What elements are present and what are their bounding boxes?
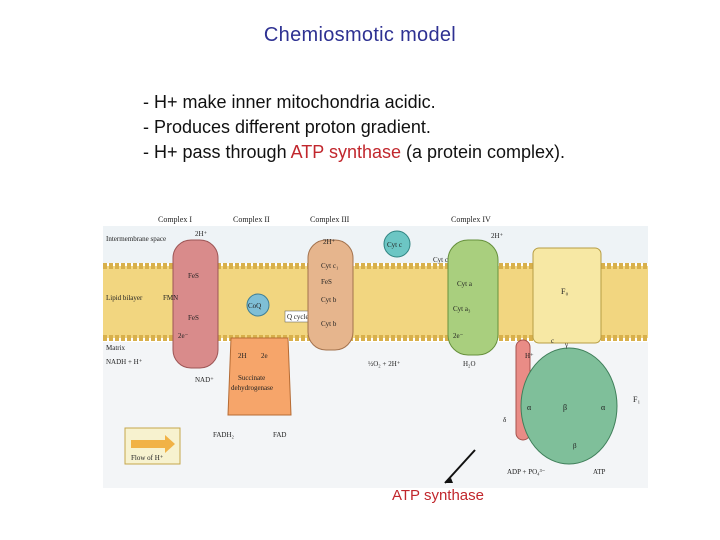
- complex-header: Complex II: [233, 215, 270, 224]
- complex3-label: Cyt b: [321, 320, 337, 328]
- complex2-label: 2e: [261, 352, 268, 360]
- pointer-arrowhead: [445, 478, 453, 483]
- synthase-label: F₀: [561, 287, 568, 296]
- qcycle-label: Q cycle: [287, 313, 309, 321]
- synthase-label: δ: [503, 416, 507, 424]
- cytc-circle: [383, 230, 411, 258]
- complex3-label: Cyt b: [321, 296, 337, 304]
- coq-circle: [246, 293, 270, 317]
- complex3-label: 2H⁺: [323, 238, 336, 246]
- bullet-text: - H+ pass through: [143, 142, 291, 162]
- cytc-label: Cyt c: [387, 241, 402, 249]
- bullet-highlight: ATP synthase: [290, 142, 401, 162]
- complex1-label: NADH + H⁺: [106, 358, 143, 366]
- complex4-label: H₂O: [463, 360, 476, 368]
- complex-2-shape: [227, 337, 292, 416]
- region-label: Intermembrane space: [106, 235, 166, 243]
- complex3-label: FeS: [321, 278, 332, 286]
- synthase-f1-shape: [520, 347, 618, 465]
- complex4-label: ½O₂ + 2H⁺: [368, 360, 401, 368]
- synthase-label: γ: [564, 341, 568, 349]
- synthase-label: α: [527, 403, 532, 412]
- bullet-item: - Produces different proton gradient.: [143, 117, 431, 137]
- complex1-label: FeS: [188, 272, 199, 280]
- pointer-arrow: [444, 449, 476, 484]
- electron-transport-diagram: Complex I Complex II Complex III Complex…: [103, 210, 648, 488]
- complex2-label: FAD: [273, 431, 286, 439]
- synthase-label: c: [551, 337, 554, 345]
- complex4-label: Cyt c: [433, 256, 448, 264]
- complex-header: Complex III: [310, 215, 350, 224]
- synthase-label: ADP + PO₄³⁻: [507, 468, 546, 476]
- legend-label: Flow of H⁺: [131, 454, 164, 462]
- bullet-item: - H+ make inner mitochondria acidic.: [143, 92, 436, 112]
- bullet-text: (a protein complex).: [400, 142, 566, 162]
- complex4-label: 2H⁺: [491, 232, 504, 240]
- complex-4-shape: [447, 239, 499, 356]
- synthase-label: β: [573, 442, 577, 450]
- synthase-label: α: [601, 403, 606, 412]
- synthase-label: ATP: [593, 468, 606, 476]
- atp-synthase-caption: ATP synthase: [392, 487, 484, 504]
- synthase-label: F₁: [633, 395, 640, 404]
- complex4-label: Cyt a₃: [453, 305, 471, 313]
- coq-label: CoQ: [248, 302, 261, 310]
- complex4-label: Cyt a: [457, 280, 473, 288]
- complex-header: Complex I: [158, 215, 192, 224]
- bullet-item: - H+ pass through ATP synthase (a protei…: [143, 140, 565, 165]
- complex1-label: 2H⁺: [195, 230, 208, 238]
- complex4-label: 2e⁻: [453, 332, 464, 340]
- synthase-label: H⁺: [525, 352, 534, 360]
- complex2-label: Succinate: [238, 374, 265, 382]
- region-label: Matrix: [106, 344, 126, 352]
- complex-header: Complex IV: [451, 215, 491, 224]
- complex-3-shape: [307, 239, 354, 351]
- synthase-label: β: [563, 403, 567, 412]
- slide-title: Chemiosmotic model: [263, 24, 457, 46]
- complex-1-shape: [172, 239, 219, 369]
- bullet-list: - H+ make inner mitochondria acidic. - P…: [143, 90, 565, 165]
- complex1-label: FeS: [188, 314, 199, 322]
- complex2-label: 2H: [238, 352, 247, 360]
- complex3-label: Cyt c₁: [321, 262, 338, 270]
- legend-arrow: [131, 435, 175, 453]
- complex1-label: NAD⁺: [195, 376, 214, 384]
- complex2-label: FADH₂: [213, 431, 235, 439]
- synthase-fo-shape: [532, 247, 602, 344]
- region-label: Lipid bilayer: [106, 294, 143, 302]
- complex1-label: FMN: [163, 294, 178, 302]
- complex1-label: 2e⁻: [178, 332, 189, 340]
- complex2-label: dehydrogenase: [231, 384, 273, 392]
